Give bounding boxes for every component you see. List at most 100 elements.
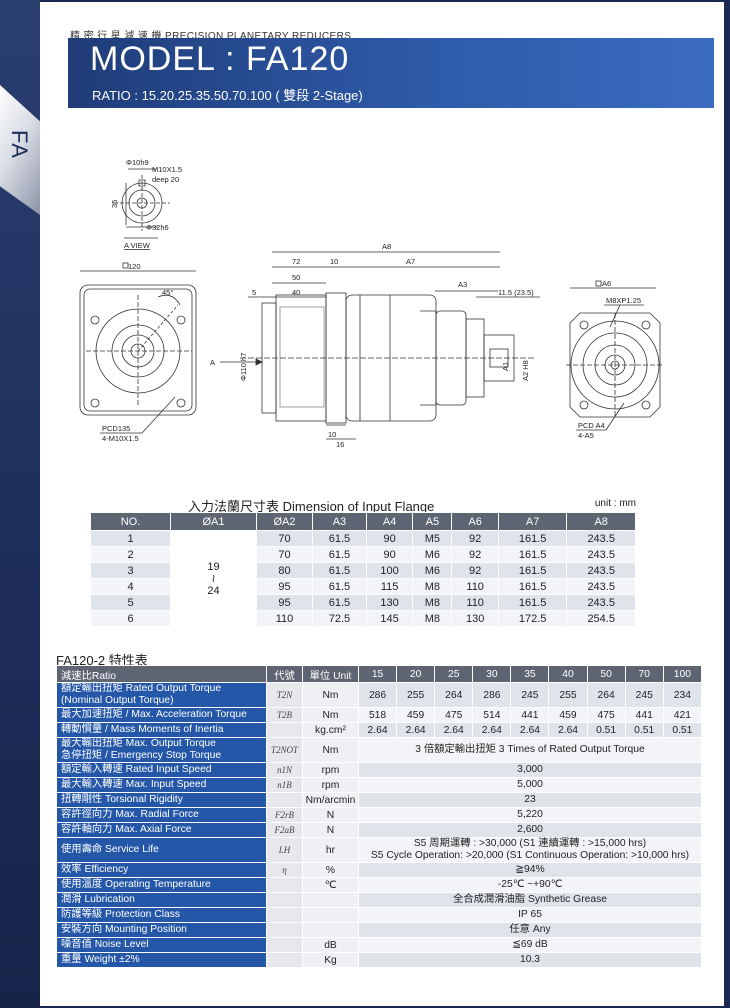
spec-row-unit: N — [302, 822, 359, 838]
spec-value: 0.51 — [662, 722, 703, 738]
dim-cell: 92 — [451, 562, 499, 579]
dim-cell: 161.5 — [497, 578, 568, 595]
phi32-label: Φ32h6 — [146, 223, 169, 232]
spec-value: 264 — [434, 682, 474, 708]
spec-value: 286 — [472, 682, 512, 708]
thread-label: M10X1.5 — [152, 165, 182, 174]
dim-head-a5: A5 — [412, 512, 453, 531]
dim-cell: 243.5 — [566, 530, 636, 547]
spec-row-unit — [302, 907, 359, 923]
spec-value: 459 — [396, 707, 436, 723]
spec-row-unit: rpm — [302, 777, 359, 793]
spec-row-code — [266, 722, 303, 738]
dim-cell-no: 5 — [90, 594, 171, 611]
spec-row-label: 額定輸入轉速 Rated Input Speed — [56, 762, 267, 778]
dim-cell: 72.5 — [312, 610, 367, 627]
spec-value: 0.51 — [586, 722, 626, 738]
spec-value: 441 — [510, 707, 550, 723]
spec-head-r0: 15 — [357, 665, 398, 683]
spec-row-label: 容許軸向力 Max. Axial Force — [56, 822, 267, 838]
spec-row-code — [266, 952, 303, 968]
dim-cell: 172.5 — [497, 610, 568, 627]
spec-row-unit — [302, 892, 359, 908]
spec-row-unit: Nm/arcmin — [302, 792, 359, 808]
arrow-a-label: A — [210, 358, 215, 367]
spec-row-label: 使用溫度 Operating Temperature — [56, 877, 267, 893]
spec-span-value: ≦69 dB — [358, 937, 702, 953]
a8-label: A8 — [382, 242, 391, 251]
spec-head-r5: 40 — [548, 665, 588, 683]
a7-label: A7 — [406, 257, 415, 266]
spec-value: 2.64 — [434, 722, 474, 738]
spec-head-r3: 30 — [472, 665, 512, 683]
dim-cell: 61.5 — [312, 578, 367, 595]
top-rule — [40, 0, 724, 2]
spec-row-code — [266, 877, 303, 893]
spec-row-label: 安裝方向 Mounting Position — [56, 922, 267, 938]
spec-value: 2.64 — [472, 722, 512, 738]
spec-row-label: 容許徑向力 Max. Radial Force — [56, 807, 267, 823]
side-view-drawing: A8 72 10 A7 50 A3 5 40 11.5 (23.5) — [210, 242, 540, 449]
dim-cell: 100 — [365, 562, 414, 579]
spec-row-label: 使用壽命 Service Life — [56, 837, 267, 863]
d72-label: 72 — [292, 257, 300, 266]
spec-row-code: F2aB — [266, 822, 303, 838]
a3-label: A3 — [458, 280, 467, 289]
spec-table-row: 額定輸出扭矩 Rated Output Torque (Nominal Outp… — [56, 682, 703, 708]
dim-cell: 243.5 — [566, 546, 636, 563]
dim-table-unit: unit : mm — [594, 498, 636, 509]
dim-cell: M6 — [412, 562, 453, 579]
spec-value: 514 — [472, 707, 512, 723]
spec-row-label: 防護等級 Protection Class — [56, 907, 267, 923]
sq120-label: 120 — [128, 262, 141, 271]
a2-label: A2 H8 — [521, 360, 530, 381]
rear-view-drawing: A6 M8XP1.25 PCD A4 4-A5 — [566, 279, 664, 440]
dim-head-a4: A4 — [365, 512, 414, 531]
dim-cell: 61.5 — [312, 530, 367, 547]
technical-drawing: Φ10h9 M10X1.5 deep 20 35 Φ32h6 A VIEW 12… — [40, 145, 724, 465]
dim-cell: 145 — [365, 610, 414, 627]
spec-row-unit: rpm — [302, 762, 359, 778]
dim-cell: 90 — [365, 546, 414, 563]
spec-row-code: F2rB — [266, 807, 303, 823]
spec-table-row: 安裝方向 Mounting Position 任意 Any — [56, 922, 702, 938]
deep-label: deep 20 — [152, 175, 179, 184]
spec-span-value: 任意 Any — [358, 922, 702, 938]
dim-cell: 95 — [256, 594, 313, 611]
spec-row-unit: kg.cm² — [302, 722, 359, 738]
dim-table-title: 入力法蘭尺寸表 Dimension of Input Flange — [188, 499, 435, 514]
spec-row-code: T2B — [266, 707, 303, 723]
spec-table-row: 最大輸出扭矩 Max. Output Torque 急停扭矩 / Emergen… — [56, 737, 702, 763]
spec-value: 234 — [662, 682, 703, 708]
dim-cell: M8 — [412, 594, 453, 611]
spec-value: 421 — [662, 707, 703, 723]
dim-head-a2: ØA2 — [256, 512, 313, 531]
spec-span-value: 5,220 — [358, 807, 702, 823]
dim-cell: 61.5 — [312, 546, 367, 563]
dim-a1-value: 24 — [207, 584, 220, 597]
dim-cell: M5 — [412, 530, 453, 547]
dim-cell: 92 — [451, 546, 499, 563]
spec-value: 475 — [586, 707, 626, 723]
spec-value: 255 — [548, 682, 588, 708]
dim-cell: 90 — [365, 530, 414, 547]
spec-head-r7: 70 — [624, 665, 664, 683]
dim-head-a6: A6 — [451, 512, 499, 531]
spec-row-unit: % — [302, 862, 359, 878]
dim-cell: 161.5 — [497, 562, 568, 579]
dim-cell: 70 — [256, 546, 313, 563]
d5-label: 5 — [252, 288, 256, 297]
spec-head-r6: 50 — [586, 665, 626, 683]
a-view-drawing: Φ10h9 M10X1.5 deep 20 35 Φ32h6 A VIEW — [110, 158, 182, 250]
dim-cell: 243.5 — [566, 562, 636, 579]
spec-row-label: 額定輸出扭矩 Rated Output Torque (Nominal Outp… — [56, 682, 267, 708]
